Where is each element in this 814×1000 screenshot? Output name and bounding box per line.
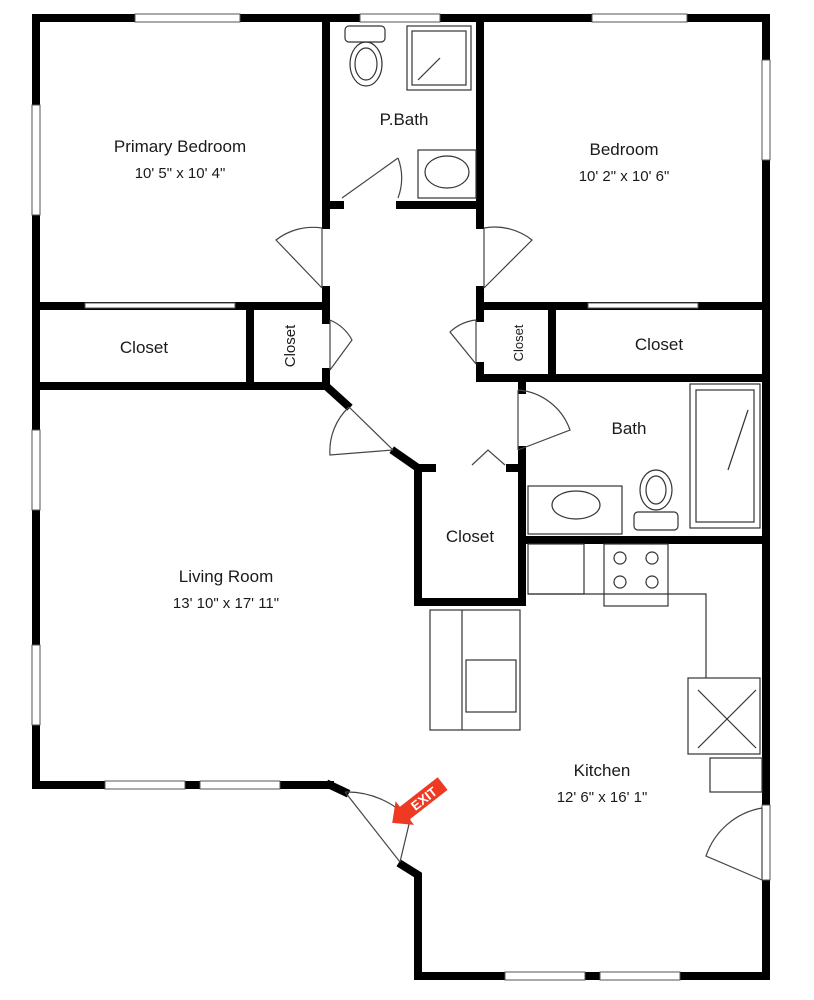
room-closet-hall-left: Closet (280, 325, 302, 368)
room-closet-hall-right: Closet (508, 325, 530, 362)
room-dimensions: 13' 10" x 17' 11" (172, 595, 280, 612)
room-name: Closet (282, 324, 299, 368)
room-name: Kitchen (573, 761, 631, 780)
room-bath: Bath (612, 418, 647, 440)
room-name: P.Bath (379, 110, 429, 129)
room-dimensions: 10' 2" x 10' 6" (578, 168, 670, 185)
room-primary-bedroom: Primary Bedroom 10' 5" x 10' 4" (114, 136, 246, 184)
room-dimensions: 12' 6" x 16' 1" (556, 789, 648, 806)
room-living-room: Living Room 13' 10" x 17' 11" (173, 566, 279, 614)
room-name: Primary Bedroom (113, 137, 247, 156)
windows (31, 13, 771, 981)
room-name: Bedroom (589, 140, 659, 159)
doors (275, 157, 763, 881)
fixtures (344, 25, 763, 793)
interior-walls (32, 14, 770, 798)
room-name: Closet (119, 338, 169, 357)
room-bedroom: Bedroom 10' 2" x 10' 6" (579, 139, 670, 187)
room-p-bath: P.Bath (380, 109, 429, 131)
room-closet-center: Closet (446, 526, 494, 548)
room-name: Closet (634, 335, 684, 354)
exit-arrow-icon: EXIT (392, 777, 448, 825)
room-name: Living Room (178, 567, 274, 586)
room-closet-left: Closet (120, 337, 168, 359)
room-name: Closet (511, 324, 526, 362)
room-dimensions: 10' 5" x 10' 4" (134, 165, 226, 182)
room-name: Bath (611, 419, 647, 438)
room-closet-right: Closet (635, 334, 683, 356)
room-kitchen: Kitchen 12' 6" x 16' 1" (557, 760, 648, 808)
exit-arrow: EXIT (384, 772, 454, 832)
room-name: Closet (445, 527, 495, 546)
sliding-doors (84, 302, 699, 309)
